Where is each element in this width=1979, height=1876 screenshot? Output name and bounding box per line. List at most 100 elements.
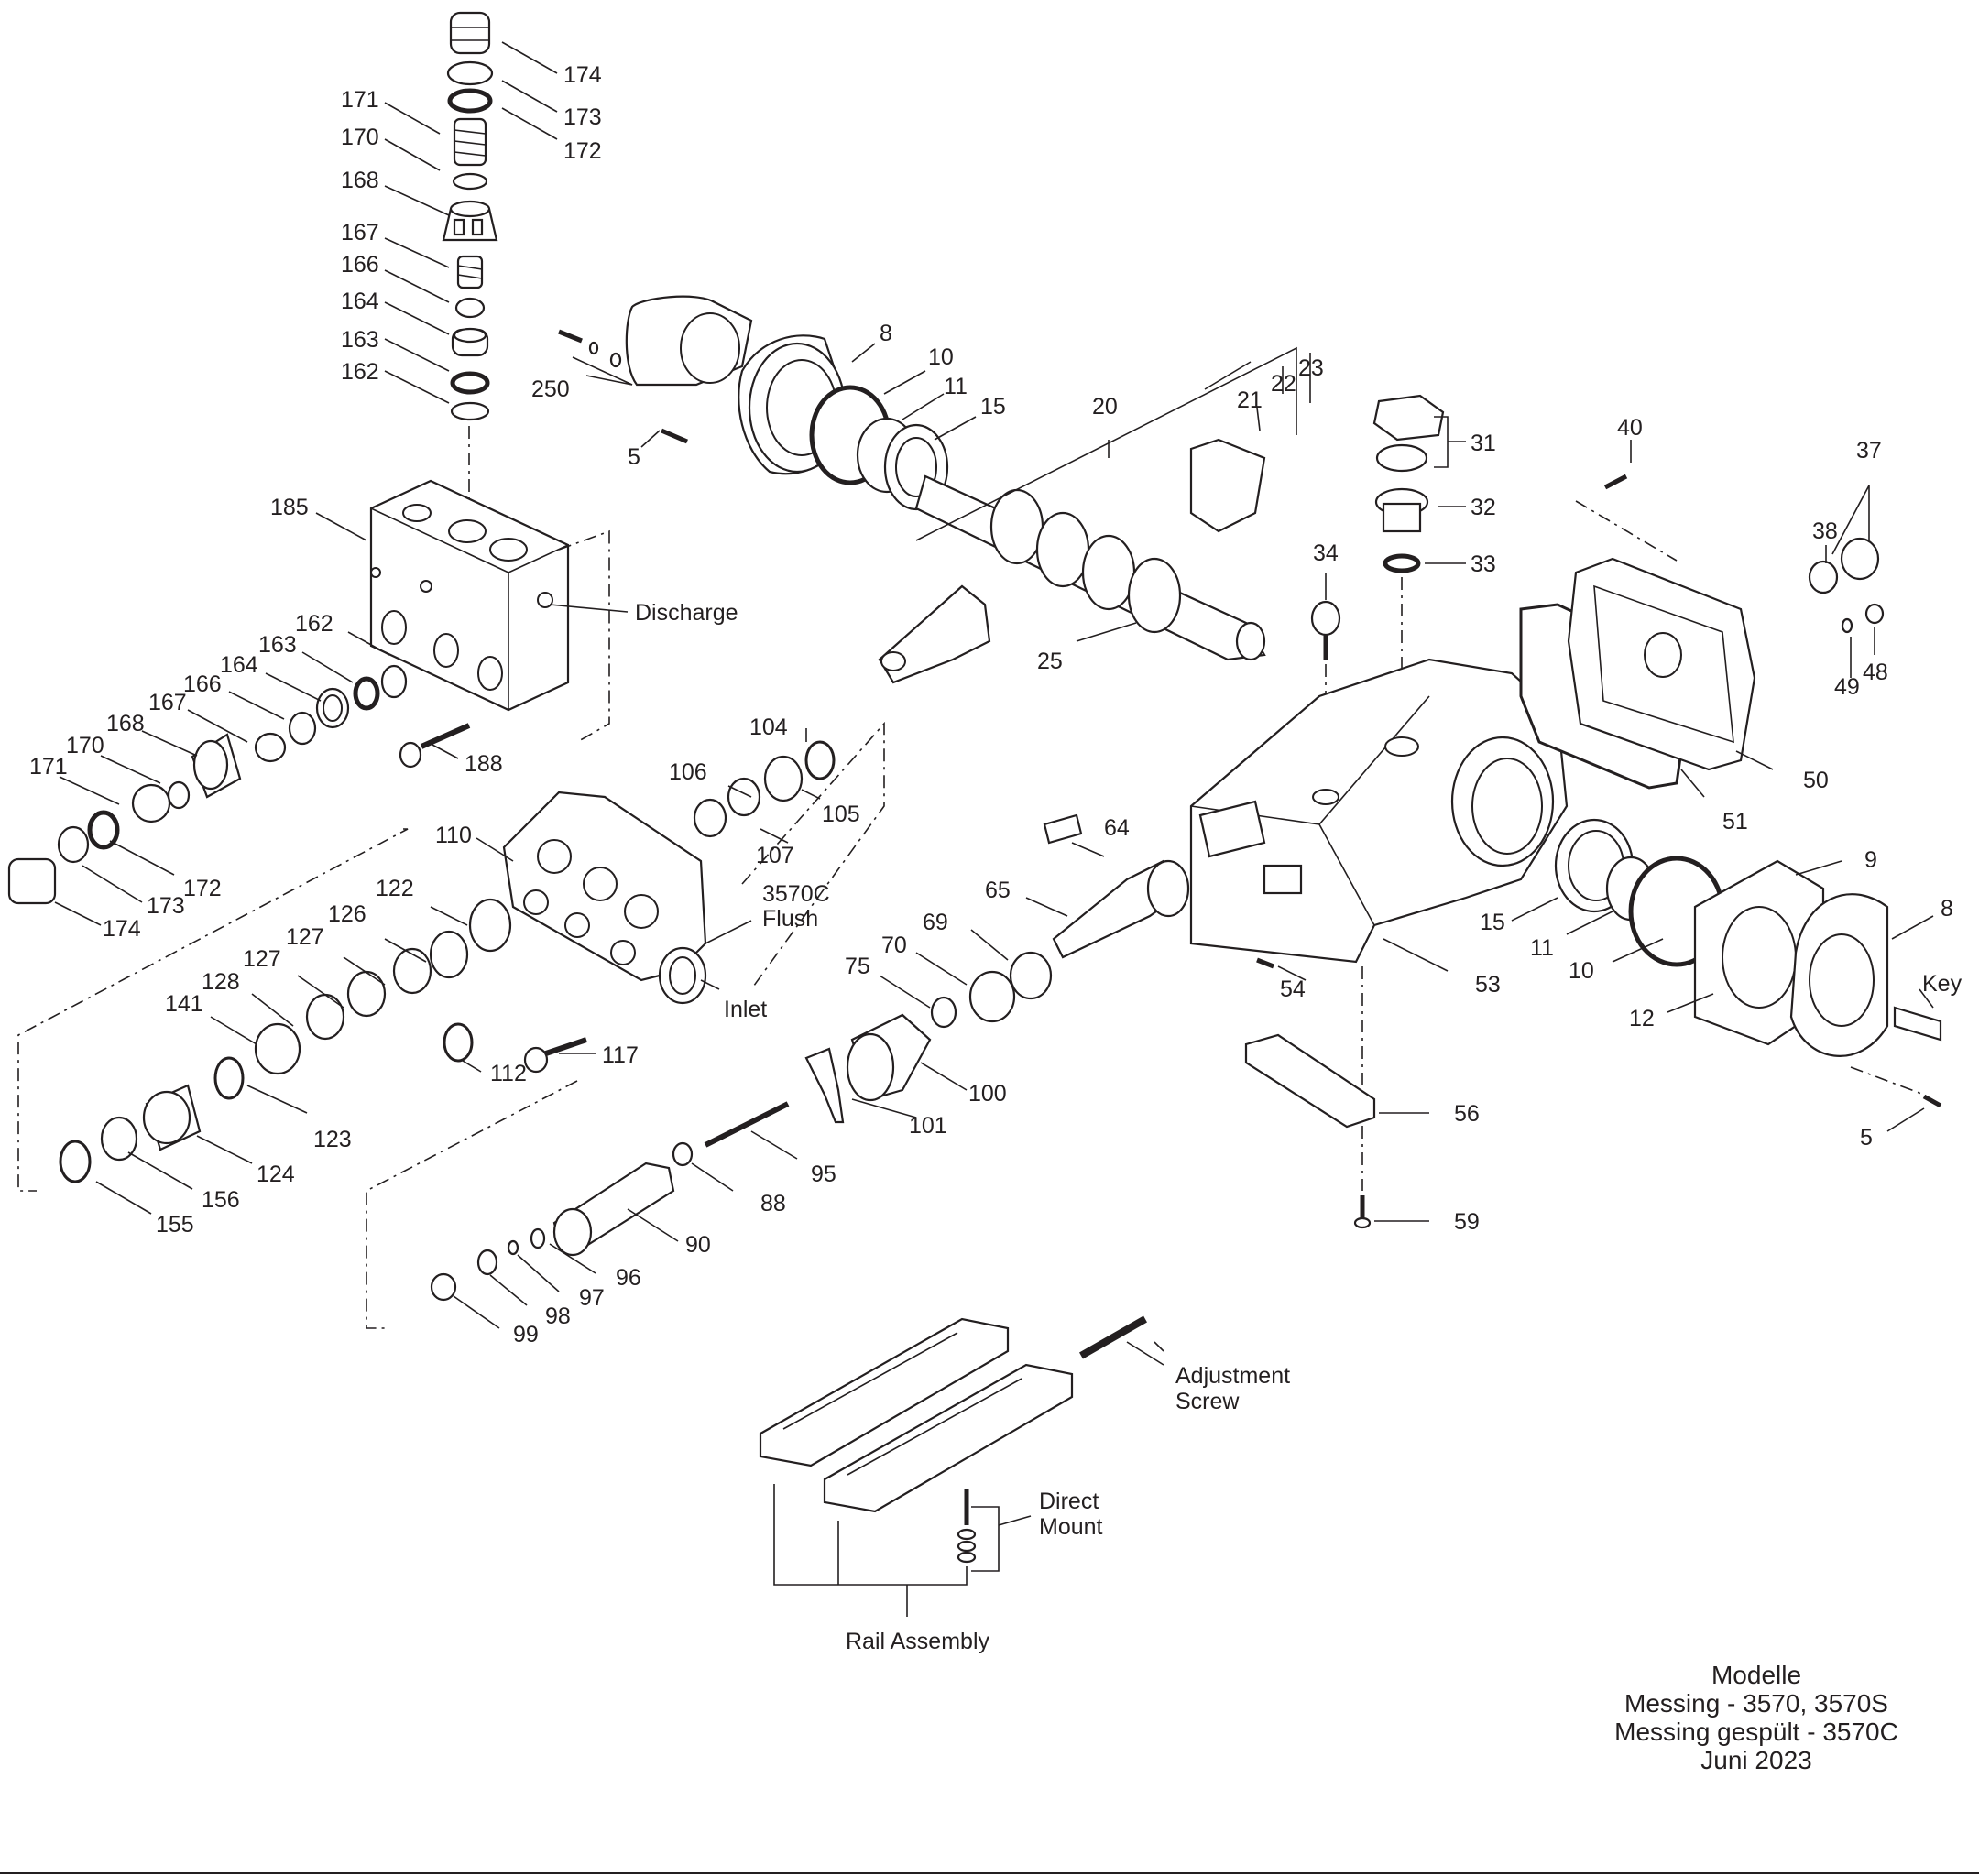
callout-106: 106	[669, 759, 707, 785]
callout-56: 56	[1454, 1101, 1480, 1127]
callout-107: 107	[756, 843, 794, 868]
callout-50: 50	[1803, 768, 1829, 793]
callout-23: 23	[1298, 355, 1324, 381]
callout-33: 33	[1471, 551, 1496, 577]
callout-inlet: Inlet	[724, 997, 767, 1022]
callout-172-top: 172	[563, 138, 602, 164]
seal-stack-104-107	[693, 740, 836, 838]
callout-163-top: 163	[341, 327, 379, 353]
manifold-185	[369, 479, 610, 743]
callout-167-side: 167	[148, 690, 187, 715]
callout-174-top: 174	[563, 62, 602, 88]
callout-discharge: Discharge	[635, 600, 738, 626]
callout-104: 104	[749, 714, 788, 740]
callout-rail-assembly: Rail Assembly	[846, 1629, 990, 1654]
footer-line4: Juni 2023	[1700, 1746, 1811, 1774]
screw-188	[399, 723, 471, 769]
connecting-rod	[878, 438, 1266, 684]
callout-key: Key	[1922, 971, 1963, 997]
bearing-housing-left	[625, 295, 949, 511]
callout-170-side: 170	[66, 733, 104, 758]
callout-40: 40	[1617, 415, 1643, 441]
callout-10-right: 10	[1569, 958, 1594, 984]
callout-38: 38	[1812, 518, 1838, 544]
callout-250: 250	[531, 376, 570, 402]
callout-124: 124	[257, 1162, 295, 1187]
callout-5-right: 5	[1860, 1125, 1873, 1151]
callout-99: 99	[513, 1322, 539, 1347]
callout-mount: Mount	[1039, 1514, 1103, 1540]
callout-117: 117	[602, 1042, 639, 1068]
rear-cover-50	[1567, 557, 1756, 771]
callout-174-side: 174	[103, 916, 141, 942]
callout-171-side: 171	[29, 754, 68, 780]
callout-70: 70	[881, 933, 907, 958]
bolt-40	[1575, 474, 1678, 562]
callout-8-right: 8	[1941, 896, 1953, 922]
callout-166-top: 166	[341, 252, 379, 278]
callout-5-left: 5	[628, 444, 640, 470]
callout-direct: Direct	[1039, 1489, 1099, 1514]
callout-164-top: 164	[341, 289, 379, 314]
screw-117	[523, 1037, 587, 1074]
callout-59: 59	[1454, 1209, 1480, 1235]
callout-34: 34	[1313, 540, 1339, 566]
callout-168-side: 168	[106, 711, 145, 736]
model-info: Modelle Messing - 3570, 3570S Messing ge…	[1614, 1661, 1898, 1774]
callout-185: 185	[270, 495, 309, 520]
callout-171-top: 171	[341, 87, 379, 113]
callout-88: 88	[760, 1191, 786, 1216]
callout-64: 64	[1104, 815, 1130, 841]
callout-163-side: 163	[258, 632, 297, 658]
callout-162-top: 162	[341, 359, 379, 385]
callout-flush: Flush	[762, 906, 818, 932]
callout-25: 25	[1037, 649, 1063, 674]
callout-105: 105	[822, 802, 860, 827]
top-valve-stack	[442, 11, 498, 499]
callout-3570c: 3570C	[762, 881, 830, 907]
callout-100: 100	[968, 1081, 1007, 1107]
callout-adjustment: Adjustment	[1175, 1363, 1290, 1389]
callout-51: 51	[1722, 809, 1748, 834]
callout-54: 54	[1280, 976, 1306, 1002]
callout-11-left: 11	[944, 374, 968, 399]
callout-11-right: 11	[1530, 935, 1554, 961]
callout-49: 49	[1834, 674, 1860, 700]
callout-15-right: 15	[1480, 910, 1505, 935]
callout-69: 69	[923, 910, 948, 935]
callout-96: 96	[616, 1265, 641, 1291]
callout-32: 32	[1471, 495, 1496, 520]
footer-line2: Messing - 3570, 3570S	[1624, 1689, 1888, 1718]
callout-labels: 174 173 172 171 170 168 167 166 164 163 …	[29, 62, 1963, 1654]
callout-164-side: 164	[220, 652, 258, 678]
callout-162-side: 162	[295, 611, 333, 637]
callout-37: 37	[1856, 438, 1882, 464]
callout-127-a: 127	[286, 924, 324, 950]
footer-line3: Messing gespült - 3570C	[1614, 1718, 1898, 1746]
callout-127-b: 127	[243, 946, 281, 972]
callout-97: 97	[579, 1285, 605, 1311]
callout-8-left: 8	[880, 321, 892, 346]
callout-65: 65	[985, 878, 1011, 903]
callout-31: 31	[1471, 431, 1496, 456]
callout-20: 20	[1092, 394, 1118, 420]
callout-128: 128	[202, 969, 240, 995]
callout-48: 48	[1863, 660, 1888, 685]
leader-lines	[54, 41, 1934, 1526]
callout-53: 53	[1475, 972, 1501, 998]
footer-line1: Modelle	[1711, 1661, 1801, 1689]
callout-172-side: 172	[183, 876, 222, 901]
bolt-set-250	[558, 329, 688, 444]
callout-112: 112	[490, 1061, 527, 1086]
callout-168-top: 168	[341, 168, 379, 193]
callout-15-left: 15	[980, 394, 1006, 420]
callout-166-side: 166	[183, 671, 222, 697]
callout-9: 9	[1864, 847, 1877, 873]
callout-screw: Screw	[1175, 1389, 1240, 1414]
callout-10-left: 10	[928, 344, 954, 370]
callout-110: 110	[435, 823, 472, 848]
rail-assembly	[759, 1315, 1147, 1617]
oil-cap-stack	[1372, 394, 1445, 724]
callout-122: 122	[376, 876, 414, 901]
